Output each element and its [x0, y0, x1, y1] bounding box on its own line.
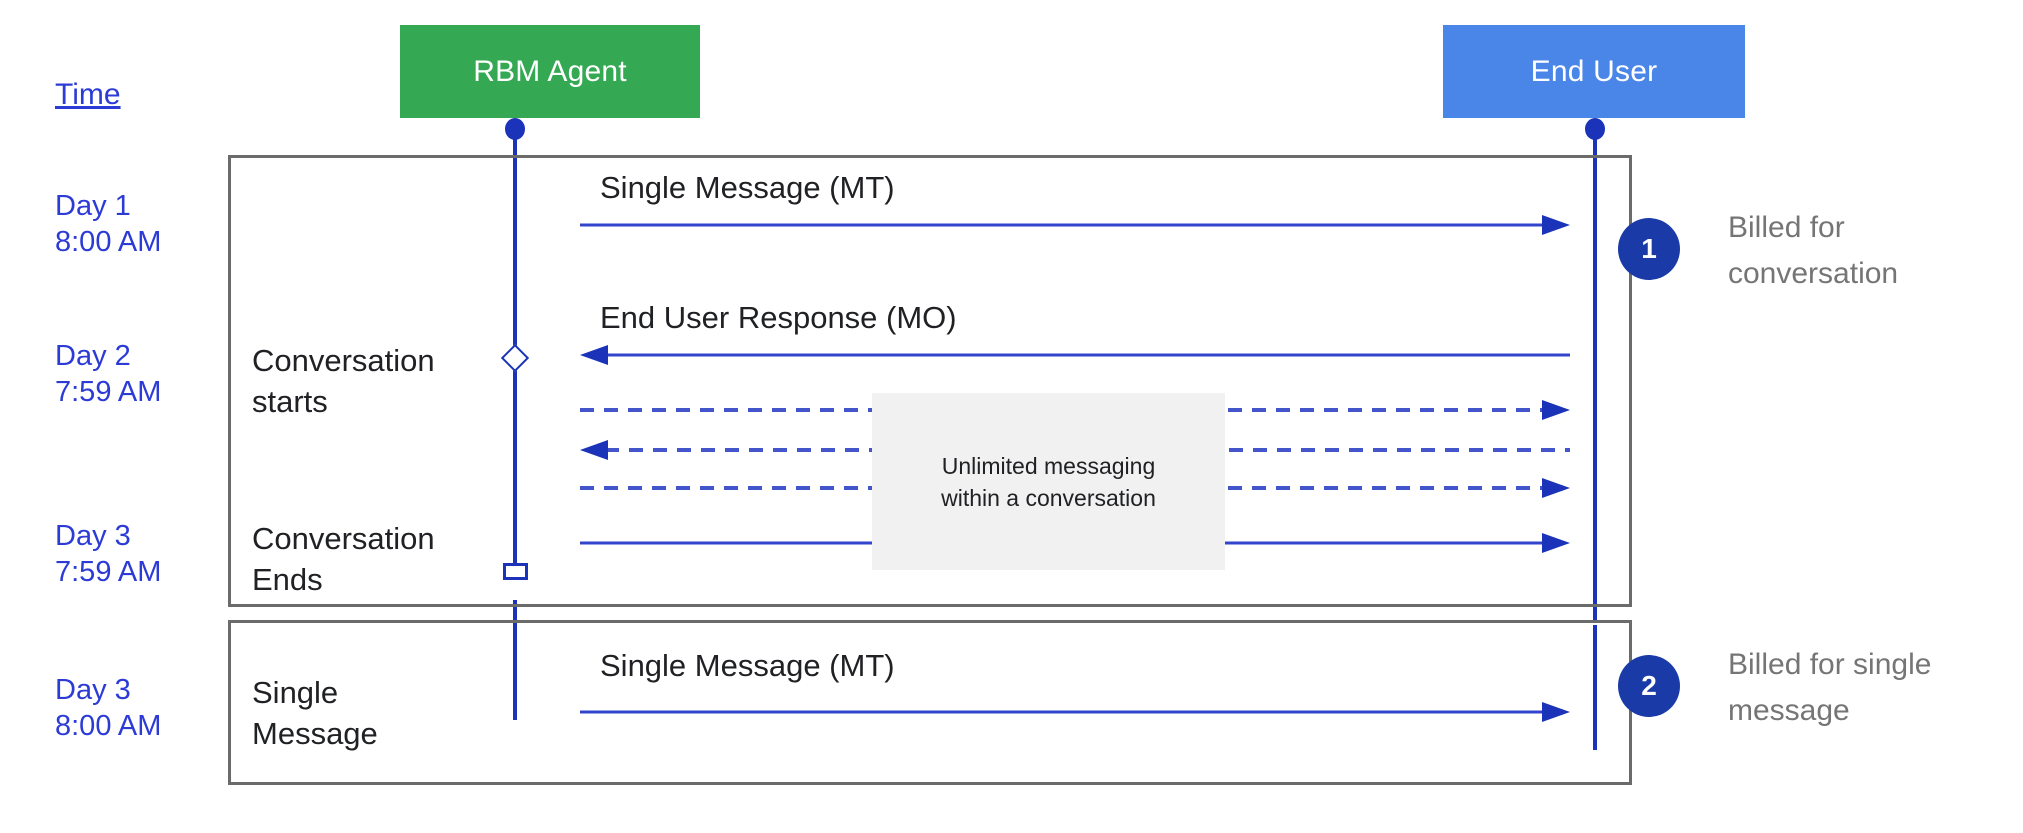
time-label-day3-single: Day 3 8:00 AM — [55, 674, 162, 742]
actor-end-user-label: End User — [1530, 54, 1658, 88]
arrow-user-to-agent-mo — [580, 345, 1570, 365]
time-label-day1: Day 1 8:00 AM — [55, 190, 162, 258]
lifeline-rbm-agent-lower — [513, 600, 517, 720]
message-label-single-message-mt-2: Single Message (MT) — [600, 648, 895, 683]
message-label-single-message-mt-1: Single Message (MT) — [600, 170, 895, 205]
stage-label-conversation-ends: Conversation Ends — [252, 521, 435, 597]
actor-end-user[interactable]: End User — [1443, 25, 1745, 118]
stage-label-conversation-starts: Conversation starts — [252, 343, 435, 419]
badge-billing-2: 2 — [1618, 655, 1680, 717]
badge-billing-1-number: 1 — [1641, 233, 1657, 264]
time-label-day2: Day 2 7:59 AM — [55, 340, 162, 408]
arrow-agent-to-user-mt-2 — [580, 702, 1570, 722]
arrow-agent-to-user-mt-1 — [580, 215, 1570, 235]
callout-billed-for-conversation: Billed for conversation — [1728, 211, 1899, 290]
conversation-end-square-icon — [503, 563, 528, 580]
lifeline-end-user-lower — [1593, 625, 1597, 750]
badge-billing-1: 1 — [1618, 218, 1680, 280]
group-box-conversation — [228, 155, 1632, 607]
time-label-day3-end: Day 3 7:59 AM — [55, 520, 162, 588]
note-unlimited-messaging-text: Unlimited messaging within a conversatio… — [941, 452, 1156, 511]
stage-label-single-message: Single Message — [252, 675, 378, 751]
badge-billing-2-number: 2 — [1641, 670, 1657, 701]
callout-billed-for-single-message: Billed for single message — [1728, 648, 1932, 727]
actor-rbm-agent[interactable]: RBM Agent — [400, 25, 700, 118]
time-axis-header: Time — [55, 78, 121, 111]
lifeline-end-user — [1593, 122, 1597, 622]
actor-rbm-agent-label: RBM Agent — [473, 54, 627, 88]
message-label-end-user-response-mo: End User Response (MO) — [600, 300, 957, 335]
note-unlimited-messaging: Unlimited messaging within a conversatio… — [872, 393, 1225, 570]
